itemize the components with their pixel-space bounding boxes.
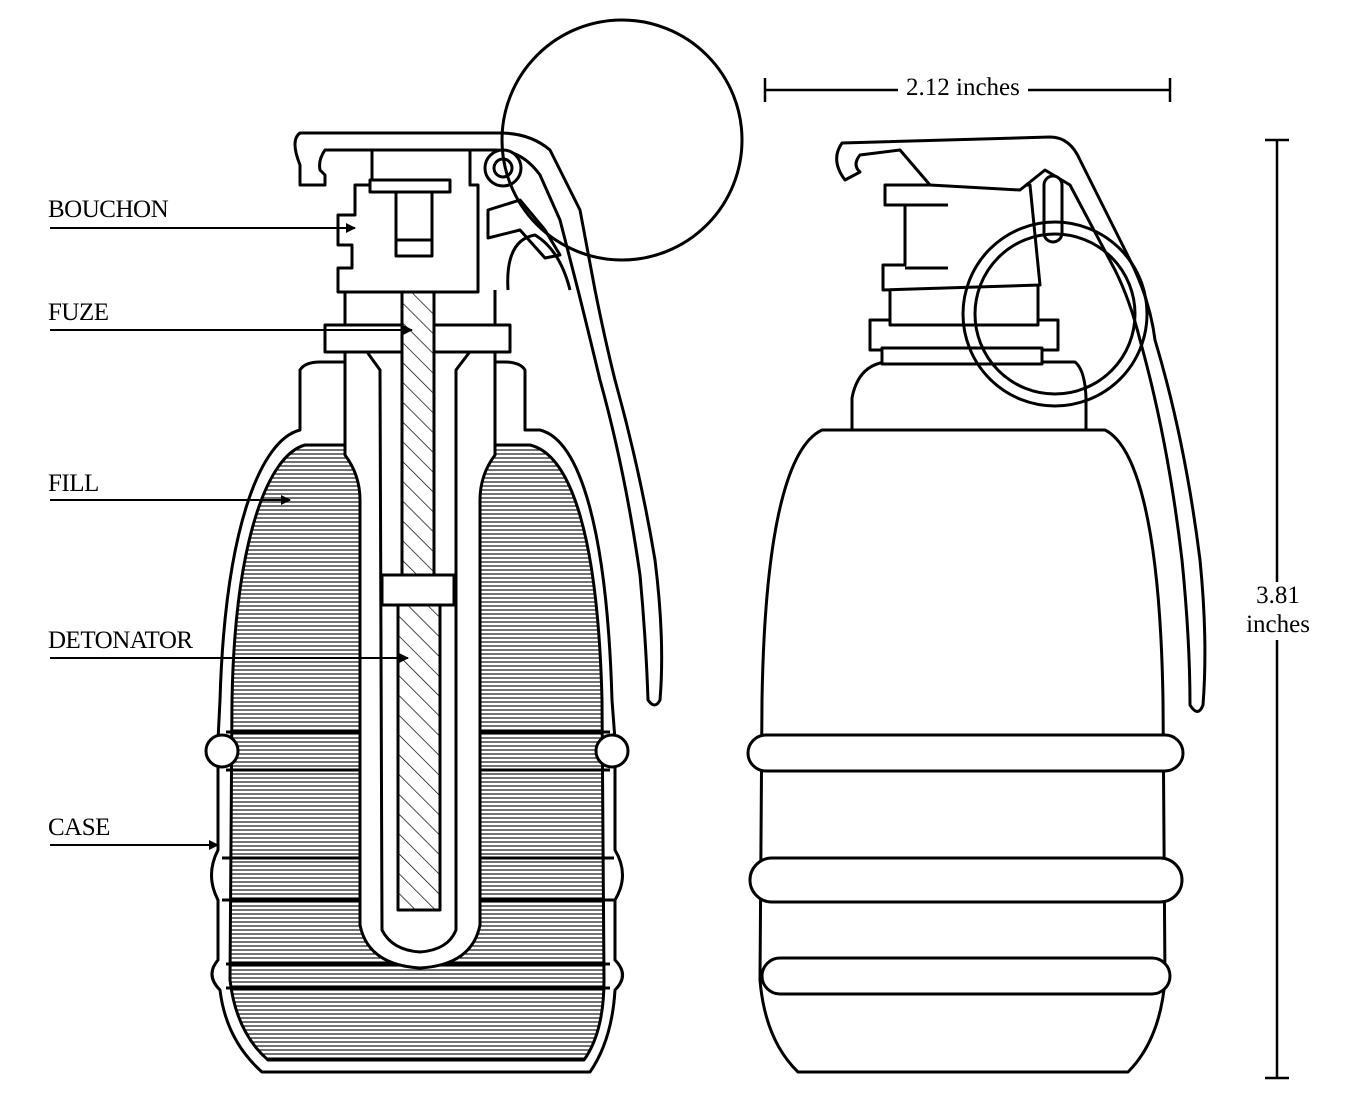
cutaway-view: [204, 18, 744, 1074]
fuze-collar: [380, 573, 456, 607]
exterior-view: [746, 135, 1207, 1074]
bouchon-cap: [368, 178, 452, 194]
label-fuze: FUZE: [48, 299, 109, 326]
label-case: CASE: [48, 814, 110, 841]
label-bouchon: BOUCHON: [48, 196, 169, 223]
height-dimension-unit: inches: [1246, 610, 1310, 638]
cutaway-lever: [293, 131, 664, 707]
exterior-band-3: [760, 956, 1172, 996]
exterior-fuze-head: [881, 183, 1042, 292]
exterior-pin-slot: [1042, 174, 1064, 244]
leader-lines: [50, 223, 413, 850]
cutaway-well-inner: [360, 344, 477, 954]
cutaway-pin: [486, 198, 562, 260]
exterior-band-2: [748, 856, 1184, 904]
exterior-shoulder: [850, 360, 1088, 432]
exterior-pull-ring: [961, 220, 1149, 408]
height-dimension-value: 3.81: [1256, 582, 1300, 609]
cutaway-nub-right: [594, 733, 630, 769]
label-fill: FILL: [48, 470, 99, 497]
label-detonator: DETONATOR: [48, 627, 193, 654]
cutaway-nub-left: [204, 733, 240, 769]
cutaway-pin-arc: [506, 233, 572, 291]
cutaway-pull-ring: [500, 18, 744, 262]
fuze-hatch: [400, 253, 436, 577]
detonator-body: [396, 603, 442, 912]
width-dimension-label: 2.12 inches: [898, 74, 1028, 103]
exterior-band-1: [746, 733, 1185, 773]
bouchon-plug: [394, 190, 434, 258]
height-dimension-label: 3.81 inches: [1236, 582, 1320, 640]
